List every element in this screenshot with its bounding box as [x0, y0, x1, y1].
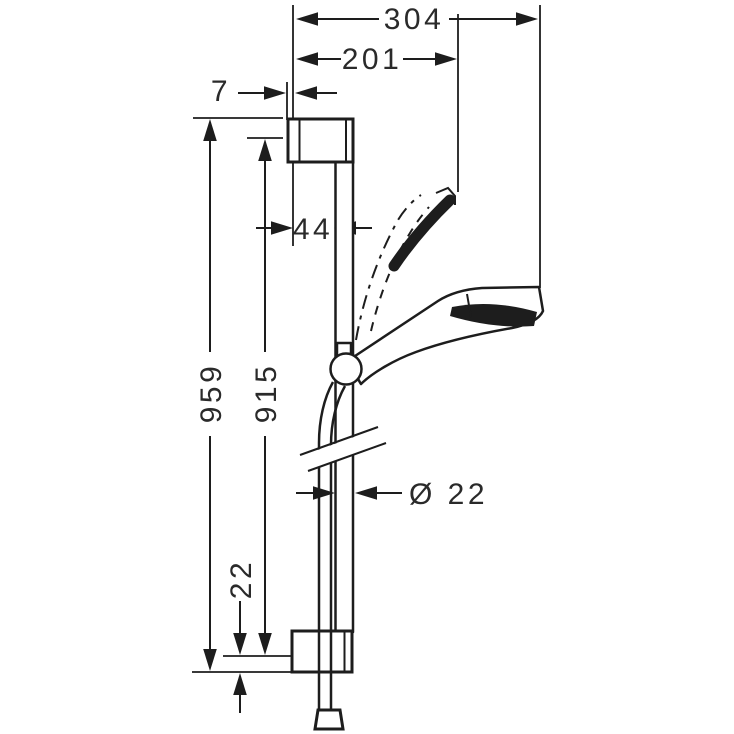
arrowhead-right — [435, 52, 457, 66]
top-bracket-body — [286, 117, 355, 164]
dimension-height-overall: 959 — [195, 119, 228, 671]
slider-knob — [329, 341, 363, 386]
dim-diameter-label: Ø 22 — [409, 478, 488, 511]
arrowhead-left — [295, 86, 317, 100]
phantom-handle-outline-inner — [370, 206, 430, 332]
arrowhead-up — [203, 119, 217, 141]
pipe-break-symbol — [299, 426, 387, 472]
dim-304-label: 304 — [384, 3, 445, 36]
arrowhead-left — [355, 486, 377, 500]
dimension-bar-offset: 44 — [256, 213, 372, 246]
phantom-handshower — [355, 186, 456, 341]
dimension-bar-diameter: Ø 22 — [296, 478, 488, 511]
shower-hose — [317, 381, 347, 711]
phantom-spray-face — [388, 194, 456, 272]
arrowhead-left — [296, 52, 318, 66]
dim-7-label: 7 — [211, 75, 231, 108]
dimension-width-inner: 201 — [296, 43, 457, 76]
dim-44-label: 44 — [293, 213, 333, 246]
arrowhead-up — [233, 673, 247, 695]
arrowhead-down — [203, 649, 217, 671]
pipe-break-line-lower — [307, 442, 387, 472]
handshower — [350, 285, 545, 386]
shower-rail-bar — [334, 158, 355, 634]
arrowhead-right — [516, 12, 538, 26]
bottom-bracket-body — [290, 629, 354, 674]
dimension-wall-gap: 7 — [211, 75, 337, 108]
arrowhead-up — [258, 139, 272, 161]
arrowhead-left — [296, 12, 318, 26]
dimension-bottom-fixing-offset: 22 — [225, 559, 258, 713]
arrowhead-right — [313, 486, 335, 500]
hose-edge-left — [317, 381, 335, 711]
dim-915-label: 915 — [250, 363, 283, 424]
dim-22-label: 22 — [225, 559, 258, 599]
dimension-height-between-fixings: 915 — [250, 139, 283, 655]
arrowhead-right — [271, 221, 293, 235]
phantom-handle-outline — [355, 194, 422, 341]
dim-201-label: 201 — [342, 43, 403, 76]
arrowhead-right — [264, 86, 286, 100]
arrowhead-down — [233, 633, 247, 655]
hose-edge-right — [329, 385, 347, 711]
bottom-bracket — [290, 629, 354, 674]
dimension-width-overall: 304 — [296, 3, 538, 36]
handshower-head-joint — [466, 293, 472, 318]
phantom-head-edge — [435, 186, 456, 205]
bottom-bracket-fill — [292, 631, 352, 672]
slider-knob-wheel — [329, 352, 363, 386]
dim-959-label: 959 — [195, 363, 228, 424]
pipe-break-gap — [301, 428, 384, 471]
handshower-body — [350, 285, 545, 386]
handshower-spray-face — [450, 303, 537, 327]
top-bracket — [286, 117, 355, 164]
hose-connection-nut — [313, 708, 345, 731]
pipe-break-line-upper — [299, 426, 379, 456]
arrowhead-down — [258, 633, 272, 655]
